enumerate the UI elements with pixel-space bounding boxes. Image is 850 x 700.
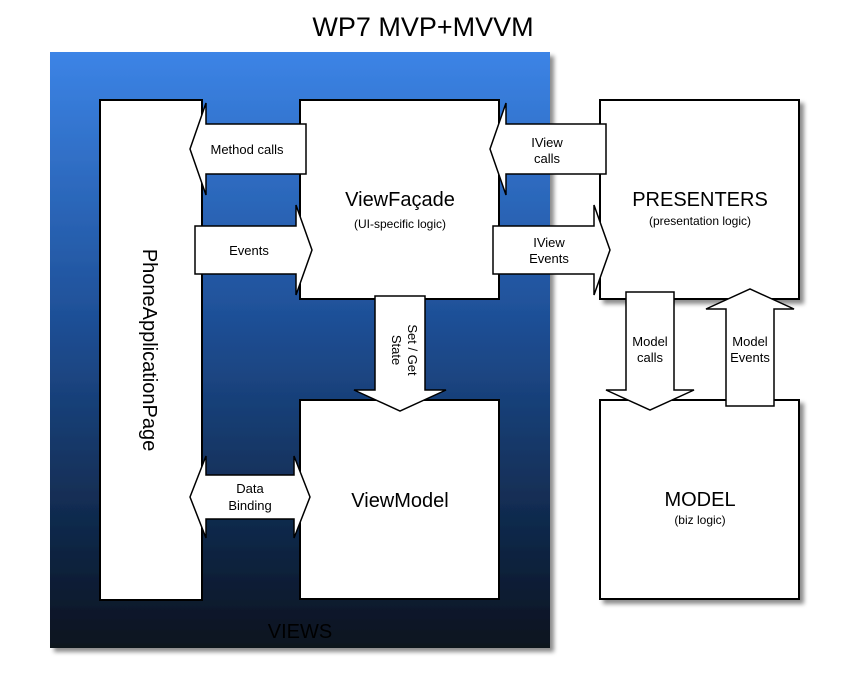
iview-events-label-line2: Events <box>529 251 569 266</box>
model-calls-label-line2: calls <box>637 350 664 365</box>
model-calls-arrow <box>605 291 695 411</box>
model-events-label-line2: Events <box>730 350 770 365</box>
events-label: Events <box>229 243 269 258</box>
presenters-subtitle: (presentation logic) <box>649 214 751 228</box>
view-facade-subtitle: (UI-specific logic) <box>354 217 446 231</box>
iview-events-label-line1: IView <box>533 235 565 250</box>
view-facade-box <box>299 99 500 300</box>
phone-application-page-label: PhoneApplicationPage <box>138 249 160 451</box>
model-subtitle: (biz logic) <box>674 513 725 527</box>
data-binding-label-line1: Data <box>236 481 264 496</box>
diagram-title: WP7 MVP+MVVM <box>312 12 533 42</box>
iview-calls-label-line1: IView <box>531 135 563 150</box>
view-model-box <box>299 399 500 600</box>
set-get-state-label-line2: State <box>389 335 404 365</box>
iview-events-arrow <box>492 204 611 296</box>
method-calls-label: Method calls <box>211 142 284 157</box>
iview-calls-label-line2: calls <box>534 151 561 166</box>
model-calls-label-line1: Model <box>632 334 668 349</box>
model-events-arrow <box>705 288 795 407</box>
presenters-box <box>599 99 800 300</box>
view-facade-title: ViewFaçade <box>345 189 455 211</box>
set-get-state-label-line1: Set / Get <box>405 324 420 376</box>
set-get-state-arrow <box>353 295 447 412</box>
model-title: MODEL <box>664 489 735 511</box>
events-arrow <box>194 204 313 296</box>
view-model-title: ViewModel <box>351 490 448 512</box>
data-binding-arrow <box>189 455 311 539</box>
iview-calls-arrow <box>489 102 607 196</box>
model-events-label-line1: Model <box>732 334 768 349</box>
views-label: VIEWS <box>268 621 332 643</box>
presenters-title: PRESENTERS <box>632 189 768 211</box>
data-binding-label-line2: Binding <box>228 498 271 513</box>
phone-application-page-box <box>99 99 203 601</box>
model-box <box>599 399 800 600</box>
method-calls-arrow <box>189 102 307 196</box>
